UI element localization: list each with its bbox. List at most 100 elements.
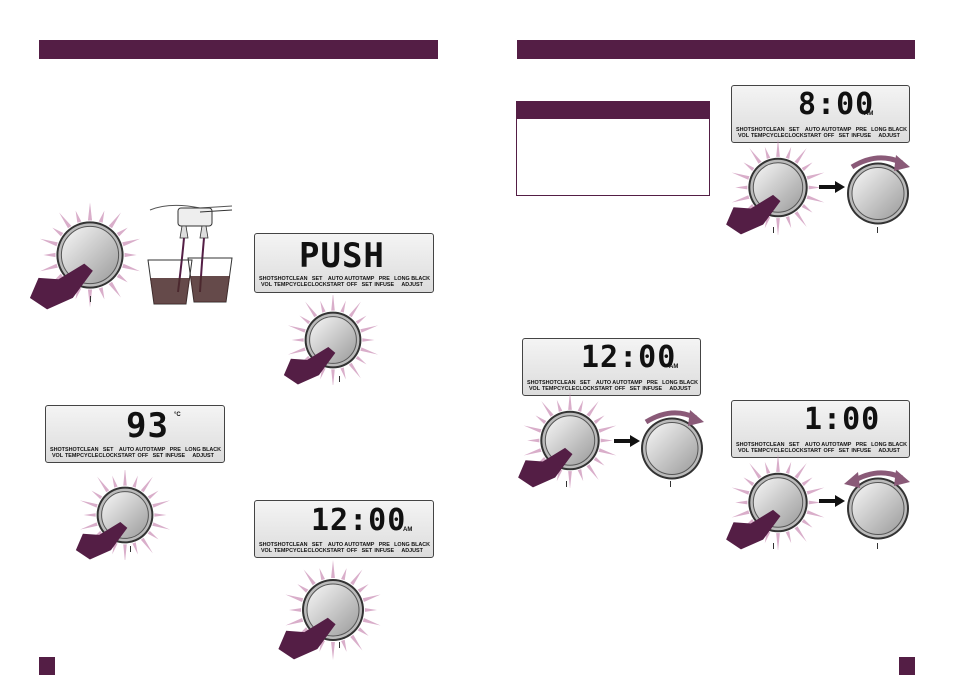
lcd-mode-label: SHOT VOL: [50, 447, 65, 459]
dial-tick: [339, 642, 340, 648]
lcd-mode-label: SHOT TEMP: [541, 380, 557, 392]
lcd-mode-label: TAMP SET: [150, 447, 166, 459]
dial-press-auto-off[interactable]: [718, 455, 838, 550]
lcd-unit: AM: [864, 111, 874, 117]
right-arrow-icon: [819, 181, 845, 193]
lcd-mode-label: SET CLOCK: [784, 442, 804, 454]
dial-face: [851, 482, 905, 535]
lcd-mode-label: AUTO START: [326, 276, 345, 288]
lcd-mode-label: SHOT TEMP: [273, 542, 289, 554]
lcd-unit: °C: [174, 412, 181, 418]
lcd-mode-label: LONG BLACK ADJUST: [871, 127, 908, 139]
dial-press-set-clock[interactable]: [510, 393, 630, 488]
lcd-mode-label: LONG BLACK ADJUST: [662, 380, 699, 392]
dial-turn-auto-off[interactable]: [843, 460, 913, 545]
lcd-mode-label: AUTO OFF: [612, 380, 628, 392]
lcd-mode-label: AUTO OFF: [821, 442, 837, 454]
left-page-header-bar: [39, 40, 438, 59]
lcd-mode-label: CLEAN CYCLE: [765, 127, 785, 139]
note-box-header: [517, 102, 709, 119]
dial-tick: [339, 376, 340, 382]
lcd-mode-label: AUTO START: [803, 127, 822, 139]
lcd-mode-label: TAMP SET: [627, 380, 643, 392]
espresso-cups-illustration: [147, 204, 233, 305]
lcd-digits: 93: [126, 406, 169, 446]
pressing-hand-icon: [75, 522, 128, 560]
dial-tick: [90, 296, 91, 302]
lcd-digits: 12:00: [581, 340, 677, 375]
lcd-mode-label: AUTO START: [326, 542, 345, 554]
dial-tick: [566, 481, 567, 487]
pressing-hand-icon: [726, 194, 781, 235]
lcd-mode-label: SHOT TEMP: [750, 442, 766, 454]
lcd-mode-label: LONG BLACK ADJUST: [185, 447, 222, 459]
glow-rays: [287, 295, 379, 385]
dial-turn-auto-start[interactable]: [843, 145, 913, 230]
left-page-number-tab: [39, 657, 55, 675]
dial-press-clock[interactable]: [268, 560, 398, 660]
lcd-mode-label: PRE INFUSE: [642, 380, 663, 392]
lcd-mode-label: AUTO OFF: [135, 447, 151, 459]
lcd-mode-label: SHOT TEMP: [64, 447, 80, 459]
pressing-hand-icon: [283, 347, 336, 385]
dial-tick: [877, 543, 878, 549]
lcd-mode-label: TAMP SET: [836, 127, 852, 139]
lcd-mode-label: PRE INFUSE: [851, 127, 872, 139]
lcd-mode-label: CLEAN CYCLE: [288, 542, 308, 554]
dial-press-auto-start[interactable]: [718, 140, 838, 235]
lcd-mode-label: PRE INFUSE: [165, 447, 186, 459]
lcd-mode-label: TAMP SET: [359, 542, 375, 554]
dial-tick: [877, 227, 878, 233]
lcd-mode-label: AUTO START: [594, 380, 613, 392]
dial-tick: [773, 543, 774, 549]
lcd-mode-label: SHOT VOL: [736, 127, 751, 139]
lcd-mode-label: CLEAN CYCLE: [79, 447, 99, 459]
lcd-mode-label: LONG BLACK ADJUST: [394, 542, 431, 554]
lcd-mode-label: TAMP SET: [359, 276, 375, 288]
lcd-mode-label: CLEAN CYCLE: [556, 380, 576, 392]
lcd-mode-label: PRE INFUSE: [374, 542, 395, 554]
dial-tick: [773, 227, 774, 233]
lcd-mode-label: AUTO OFF: [344, 276, 360, 288]
lcd-mode-label: AUTO START: [117, 447, 136, 459]
lcd-mode-label: SHOT TEMP: [750, 127, 766, 139]
lcd-mode-label: PRE INFUSE: [374, 276, 395, 288]
glow-rays: [731, 455, 825, 550]
lcd-mode-label: AUTO OFF: [344, 542, 360, 554]
lcd-mode-label: SHOT VOL: [527, 380, 542, 392]
note-box: [516, 101, 710, 196]
lcd-digits: 1:00: [804, 402, 881, 437]
dial-press-push[interactable]: [268, 295, 398, 385]
lcd-mode-label: AUTO START: [803, 442, 822, 454]
lcd-mode-label: SET CLOCK: [98, 447, 118, 459]
right-arrow-icon: [614, 435, 640, 447]
lcd-digits: 12:00: [311, 503, 407, 538]
lcd-mode-label: AUTO OFF: [821, 127, 837, 139]
lcd-unit: AM: [669, 364, 679, 370]
dial-press-temperature[interactable]: [60, 470, 190, 560]
dial-turn-set-clock[interactable]: [637, 400, 707, 485]
pressing-hand-icon: [30, 263, 93, 310]
lcd-mode-label: LONG BLACK ADJUST: [871, 442, 908, 454]
right-arrow-icon: [819, 495, 845, 507]
lcd-unit: AM: [403, 527, 413, 533]
pressing-hand-icon: [518, 447, 573, 488]
right-page-number-tab: [899, 657, 915, 675]
dial-face: [851, 167, 905, 220]
dial-press-1[interactable]: [30, 200, 150, 310]
rotate-clockwise-icon: [644, 410, 704, 426]
lcd-mode-label: TAMP SET: [836, 442, 852, 454]
lcd-mode-label: CLEAN CYCLE: [288, 276, 308, 288]
rotate-both-ways-icon: [844, 470, 910, 488]
lcd-mode-label: SHOT TEMP: [273, 276, 289, 288]
lcd-mode-label: LONG BLACK ADJUST: [394, 276, 431, 288]
